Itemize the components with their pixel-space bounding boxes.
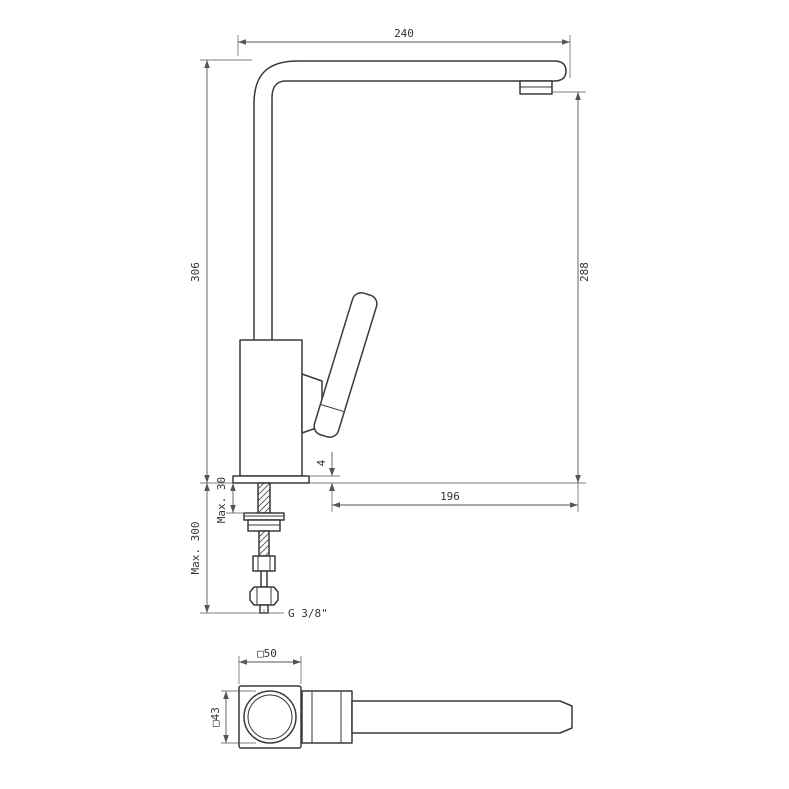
side-view — [200, 60, 586, 614]
bottom-view-dimensions: □50 □43 — [209, 647, 302, 744]
side-view-dimensions: 240 306 288 196 4 Max. 30 Max. 300 G 3/8… — [189, 27, 591, 620]
hose-fitting — [252, 555, 276, 572]
dim-square43-label: □43 — [209, 707, 222, 727]
arrow-4-down — [329, 468, 335, 476]
thread-size-label: G 3/8" — [288, 607, 328, 620]
connector-rod — [260, 570, 268, 588]
dim-square50-label: □50 — [257, 647, 277, 660]
dim-4-label: 4 — [315, 459, 328, 466]
dim-max300-label: Max. 300 — [189, 522, 202, 575]
bottom-view — [238, 685, 573, 749]
plan-body-circle-inner — [247, 694, 293, 740]
handle-lever-shape — [313, 292, 378, 438]
hex-nut — [249, 586, 279, 606]
base-flange — [232, 475, 310, 484]
dim-306-label: 306 — [189, 262, 202, 282]
plan-handle-lever — [351, 700, 573, 734]
thread-hatch-upper — [257, 482, 271, 514]
handle-joint-line — [320, 403, 345, 413]
plan-body-circle — [243, 690, 297, 744]
plan-handle-base — [301, 690, 353, 744]
handle-lever — [313, 292, 378, 438]
arrow-4-up — [329, 483, 335, 491]
dim-196-label: 196 — [440, 490, 460, 503]
spout-outline — [253, 60, 567, 340]
dim-288-label: 288 — [578, 262, 591, 282]
dim-240-label: 240 — [394, 27, 414, 40]
dim-max30-label: Max. 30 — [215, 477, 228, 523]
faucet-body — [239, 339, 303, 477]
thread-hatch-lower — [258, 530, 270, 557]
